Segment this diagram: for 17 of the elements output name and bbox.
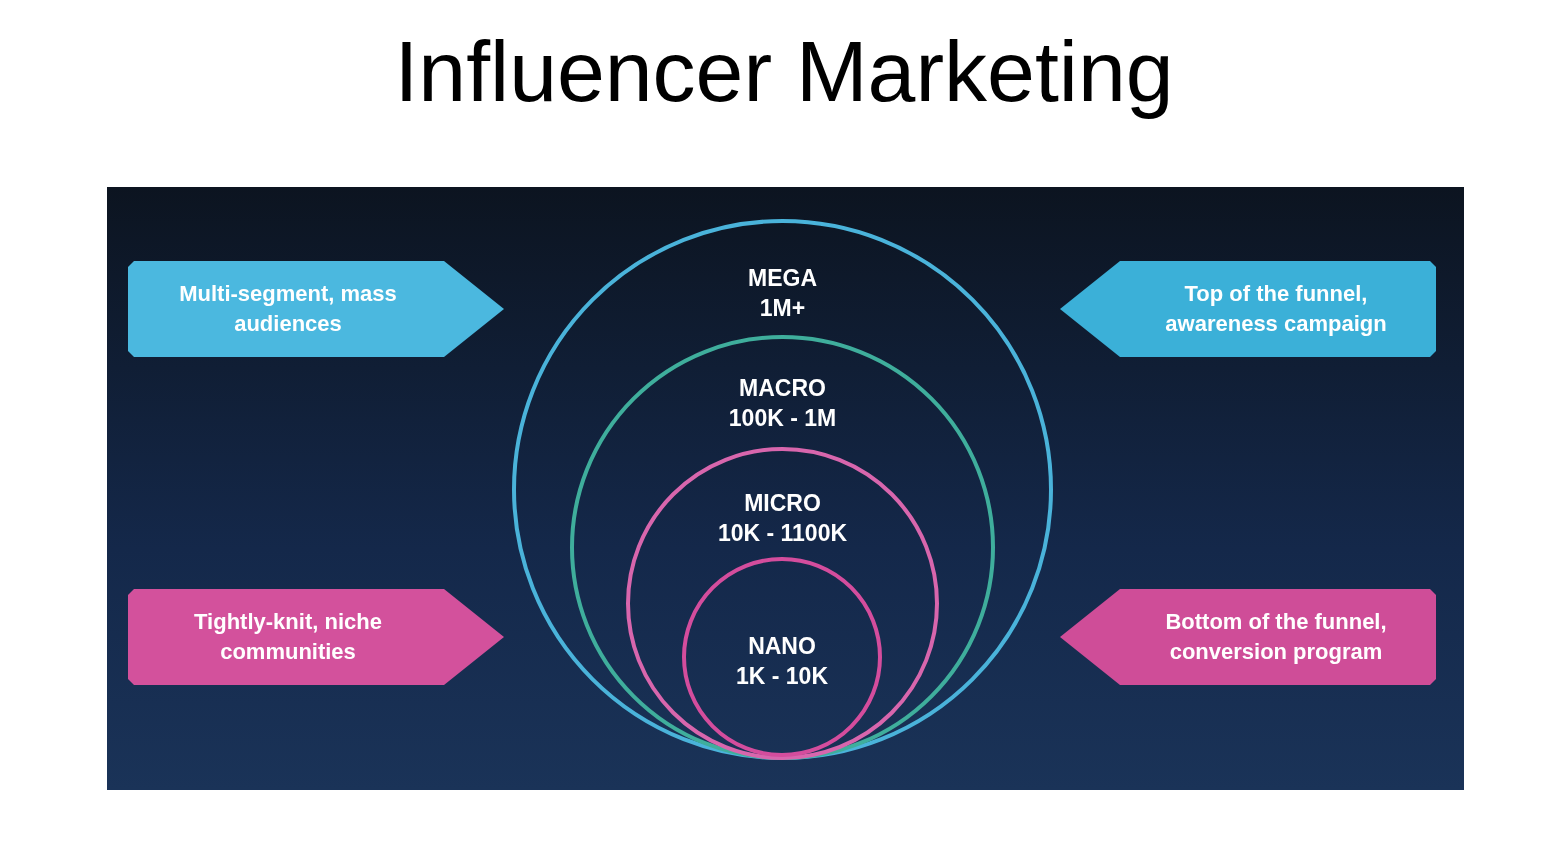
circle-ring	[512, 219, 1053, 760]
follower-range: 100K - 1M	[728, 404, 837, 433]
circle-ring	[626, 447, 939, 760]
tier-name: MICRO	[744, 489, 821, 518]
follower-range: 1K - 10K	[735, 662, 828, 691]
follower-range: 10K - 1100K	[717, 519, 848, 548]
page-title: Influencer Marketing	[394, 23, 1174, 119]
banner-text: Top of the funnel, awareness campaign	[1164, 280, 1388, 338]
banner-text: Tightly-knit, niche communities	[193, 608, 383, 666]
banner-text: Bottom of the funnel, conversion program	[1164, 608, 1388, 666]
follower-range: 1M+	[759, 294, 806, 323]
circle-ring	[682, 557, 882, 757]
tier-name: NANO	[748, 632, 816, 661]
tier-name: MACRO	[739, 374, 826, 403]
tier-name: MEGA	[748, 264, 817, 293]
banner-text: Multi-segment, mass audiences	[178, 280, 398, 338]
circle-ring	[570, 335, 995, 760]
